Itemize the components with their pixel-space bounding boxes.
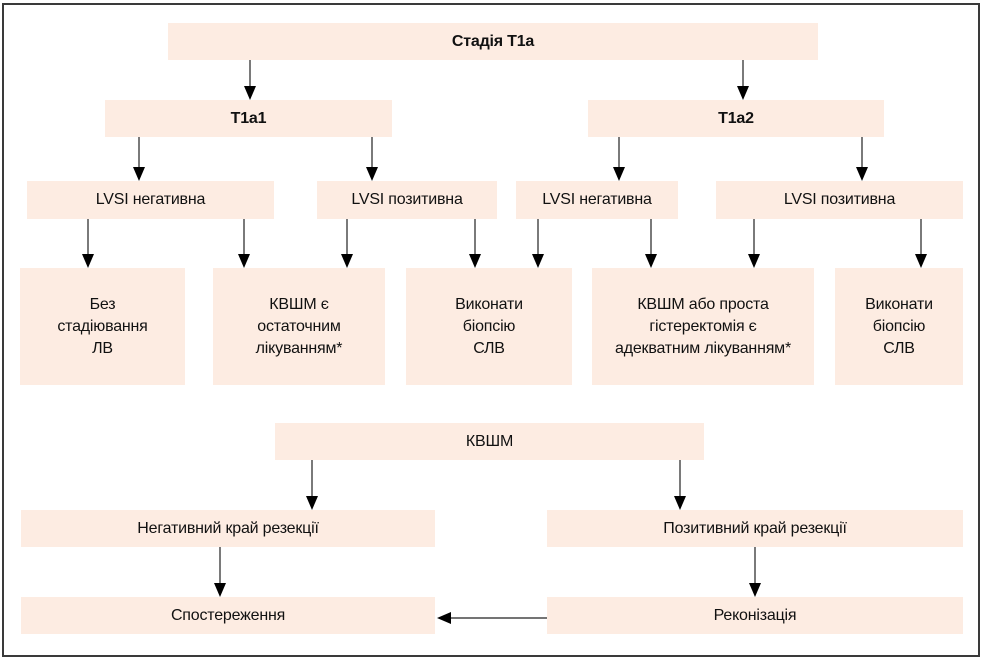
node-positive-margin-label: Позитивний край резекції (663, 519, 847, 537)
node-slv-biopsy-2: Виконати біопсію СЛВ (835, 268, 963, 385)
node-t1a1-lvsi-negative-label: LVSI негативна (95, 191, 206, 208)
node-t1a1-lvsi-positive-label: LVSI позитивна (351, 191, 463, 208)
node-t1a1-label: T1a1 (230, 109, 267, 127)
diagram-frame (2, 3, 980, 657)
node-slv-biopsy-1-label: Виконати біопсію СЛВ (455, 295, 523, 357)
node-kvshm-final-treatment: КВШМ є остаточним лікуванням* (213, 268, 385, 385)
node-t1a2-lvsi-positive: LVSI позитивна (716, 181, 963, 219)
node-t1a2-lvsi-negative-label: LVSI негативна (542, 191, 652, 208)
node-t1a1-lvsi-positive: LVSI позитивна (317, 181, 497, 219)
node-kvshm-label: КВШМ (465, 432, 514, 450)
node-positive-margin: Позитивний край резекції (547, 510, 963, 547)
node-slv-biopsy-2-label: Виконати біопсію СЛВ (865, 295, 933, 357)
node-reconization: Реконізація (547, 597, 963, 634)
node-t1a2-lvsi-negative: LVSI негативна (516, 181, 678, 219)
node-stage-t1a-label: Стадія T1a (451, 32, 535, 50)
node-t1a1-lvsi-negative: LVSI негативна (27, 181, 274, 219)
node-t1a2-lvsi-positive-label: LVSI позитивна (783, 191, 896, 208)
node-t1a2-label: T1a2 (718, 109, 754, 127)
node-observation-label: Спостереження (170, 606, 286, 624)
node-no-staging: Без стадіювання ЛВ (20, 268, 185, 385)
node-t1a1: T1a1 (105, 100, 392, 137)
node-negative-margin-label: Негативний край резекції (137, 519, 319, 537)
node-reconization-label: Реконізація (713, 606, 797, 624)
node-negative-margin: Негативний край резекції (21, 510, 435, 547)
node-kvshm-or-hysterectomy: КВШМ або проста гістеректомія є адекватн… (592, 268, 814, 385)
node-kvshm-final-treatment-label: КВШМ є остаточним лікуванням* (255, 295, 343, 357)
node-observation: Спостереження (21, 597, 435, 634)
node-t1a2: T1a2 (588, 100, 884, 137)
node-stage-t1a: Стадія T1a (168, 23, 818, 60)
node-kvshm-or-hysterectomy-label: КВШМ або проста гістеректомія є адекватн… (615, 295, 791, 357)
node-slv-biopsy-1: Виконати біопсію СЛВ (406, 268, 572, 385)
node-kvshm: КВШМ (275, 423, 704, 460)
node-no-staging-label: Без стадіювання ЛВ (57, 295, 148, 357)
